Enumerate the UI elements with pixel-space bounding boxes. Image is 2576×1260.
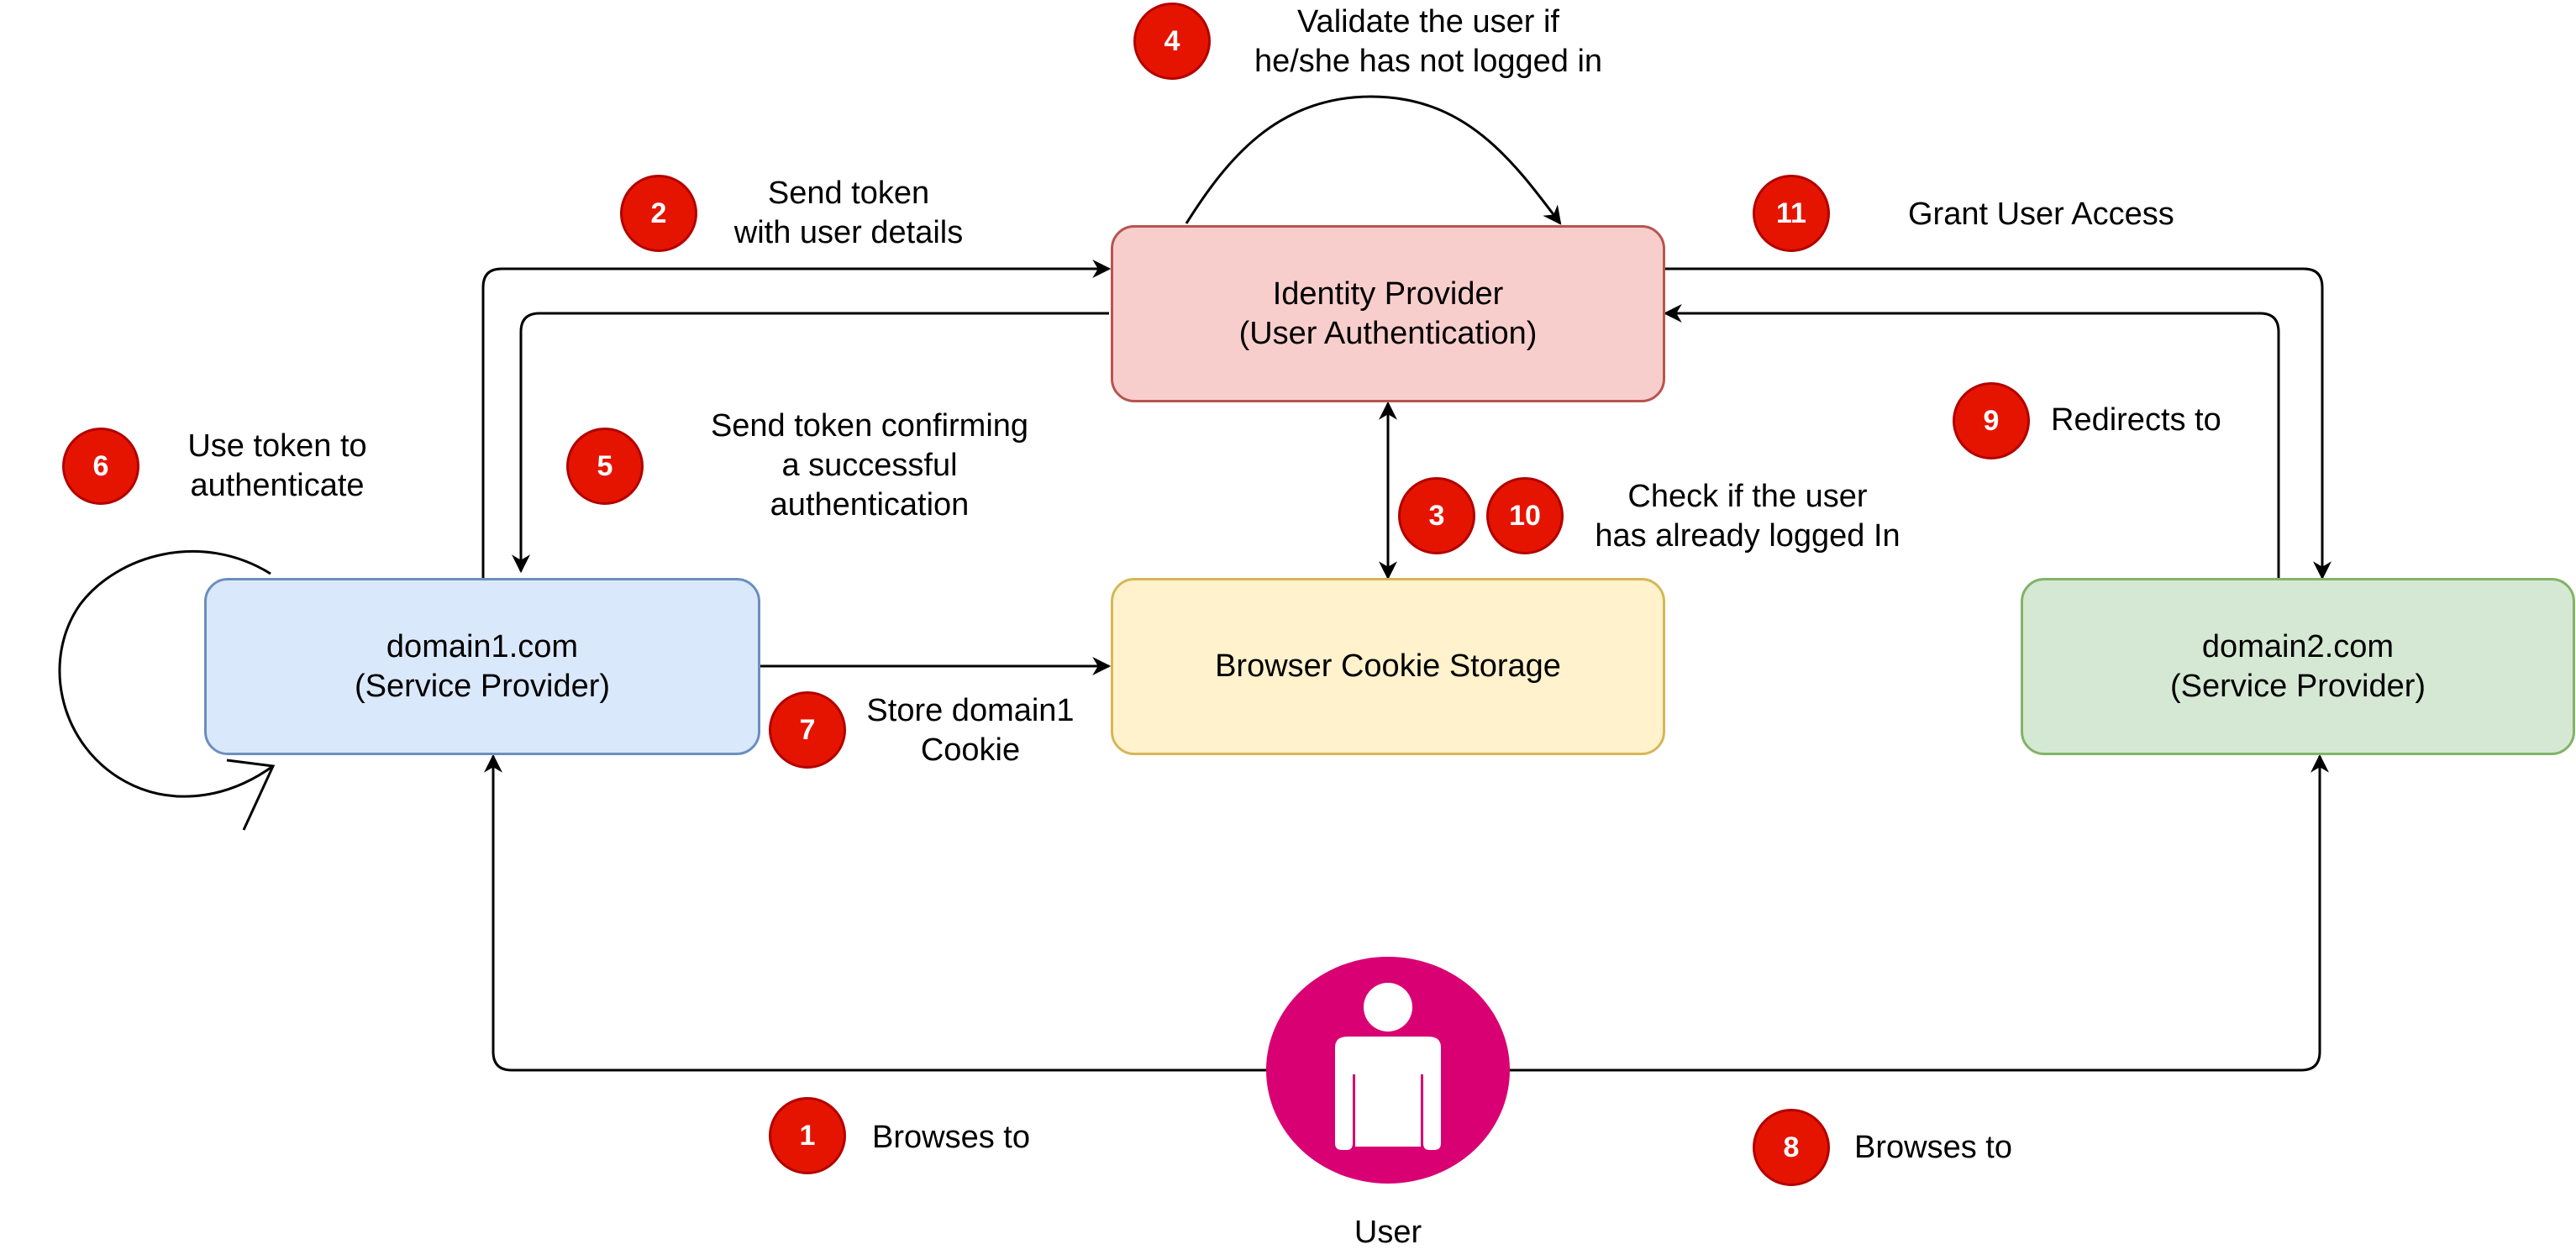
step-label-7-line2: Cookie xyxy=(920,732,1021,768)
edge-validate-user xyxy=(1185,95,1562,225)
step-label-6-line2: authenticate xyxy=(190,468,365,503)
domain1-subtitle: (Service Provider) xyxy=(354,668,611,704)
step-label-2-line1: Send token xyxy=(767,176,930,211)
step-label-1: Browses to xyxy=(872,1118,1030,1158)
identity-provider-title: Identity Provider xyxy=(1272,276,1504,312)
user-icon xyxy=(1266,957,1510,1184)
step-label-9: Redirects to xyxy=(2051,401,2221,440)
step-badge-11: 11 xyxy=(1753,175,1830,252)
step-label-11: Grant User Access xyxy=(1908,195,2174,234)
step-badge-10: 10 xyxy=(1486,477,1564,554)
step-badge-2: 2 xyxy=(620,175,697,252)
step-label-4: Validate the user if he/she has not logg… xyxy=(1227,3,1630,81)
step-label-5: Send token confirming a successful authe… xyxy=(685,407,1054,525)
step-label-1-line: Browses to xyxy=(872,1120,1030,1155)
step-badge-8: 8 xyxy=(1753,1109,1830,1186)
step-label-10-line1: Check if the user xyxy=(1627,479,1868,514)
cookie-storage-node: Browser Cookie Storage xyxy=(1111,578,1665,755)
step-label-5-line2: a successful xyxy=(781,448,958,483)
step-label-2: Send token with user details xyxy=(714,174,983,253)
edge-send-token-user-details xyxy=(481,260,1112,578)
edge-use-token-arrowhead xyxy=(226,759,276,831)
step-label-4-line2: he/she has not logged in xyxy=(1254,44,1603,79)
step-label-9-line: Redirects to xyxy=(2051,402,2221,438)
domain2-title: domain2.com xyxy=(2201,628,2395,664)
cookie-storage-title: Browser Cookie Storage xyxy=(1215,648,1561,684)
edge-browses-domain1 xyxy=(484,753,1266,1072)
step-badge-1: 1 xyxy=(769,1097,846,1174)
step-label-8-line: Browses to xyxy=(1854,1130,2012,1165)
step-label-4-line1: Validate the user if xyxy=(1297,4,1559,39)
step-label-7: Store domain1 Cookie xyxy=(853,691,1088,770)
step-badge-6: 6 xyxy=(62,428,139,505)
step-label-10: Check if the user has already logged In xyxy=(1571,477,1924,556)
domain2-node: domain2.com (Service Provider) xyxy=(2021,578,2575,755)
step-badge-7: 7 xyxy=(769,691,846,769)
step-badge-5: 5 xyxy=(566,428,644,505)
step-label-5-line1: Send token confirming xyxy=(710,408,1029,444)
edge-redirects-to xyxy=(1663,304,2280,578)
edge-browses-domain2 xyxy=(1510,753,2329,1072)
step-label-2-line2: with user details xyxy=(733,215,964,250)
step-label-11-line: Grant User Access xyxy=(1908,197,2174,232)
edge-grant-access xyxy=(1665,267,2332,580)
step-label-8: Browses to xyxy=(1854,1128,2012,1168)
step-badge-4: 4 xyxy=(1133,3,1211,80)
edge-send-token-confirm xyxy=(512,312,1109,574)
step-badge-9: 9 xyxy=(1953,382,2030,459)
step-badge-3: 3 xyxy=(1398,477,1475,554)
domain1-title: domain1.com xyxy=(386,628,579,664)
domain1-node: domain1.com (Service Provider) xyxy=(204,578,760,755)
edge-use-token xyxy=(58,549,274,798)
step-label-6: Use token to authenticate xyxy=(160,427,395,506)
domain2-subtitle: (Service Provider) xyxy=(2169,668,2426,704)
step-label-6-line1: Use token to xyxy=(187,428,367,464)
step-label-7-line1: Store domain1 xyxy=(866,693,1075,728)
step-label-5-line3: authentication xyxy=(770,487,970,522)
identity-provider-node: Identity Provider (User Authentication) xyxy=(1111,225,1665,402)
identity-provider-subtitle: (User Authentication) xyxy=(1238,315,1538,351)
step-label-10-line2: has already logged In xyxy=(1595,518,1900,554)
user-label: User xyxy=(1354,1215,1422,1250)
